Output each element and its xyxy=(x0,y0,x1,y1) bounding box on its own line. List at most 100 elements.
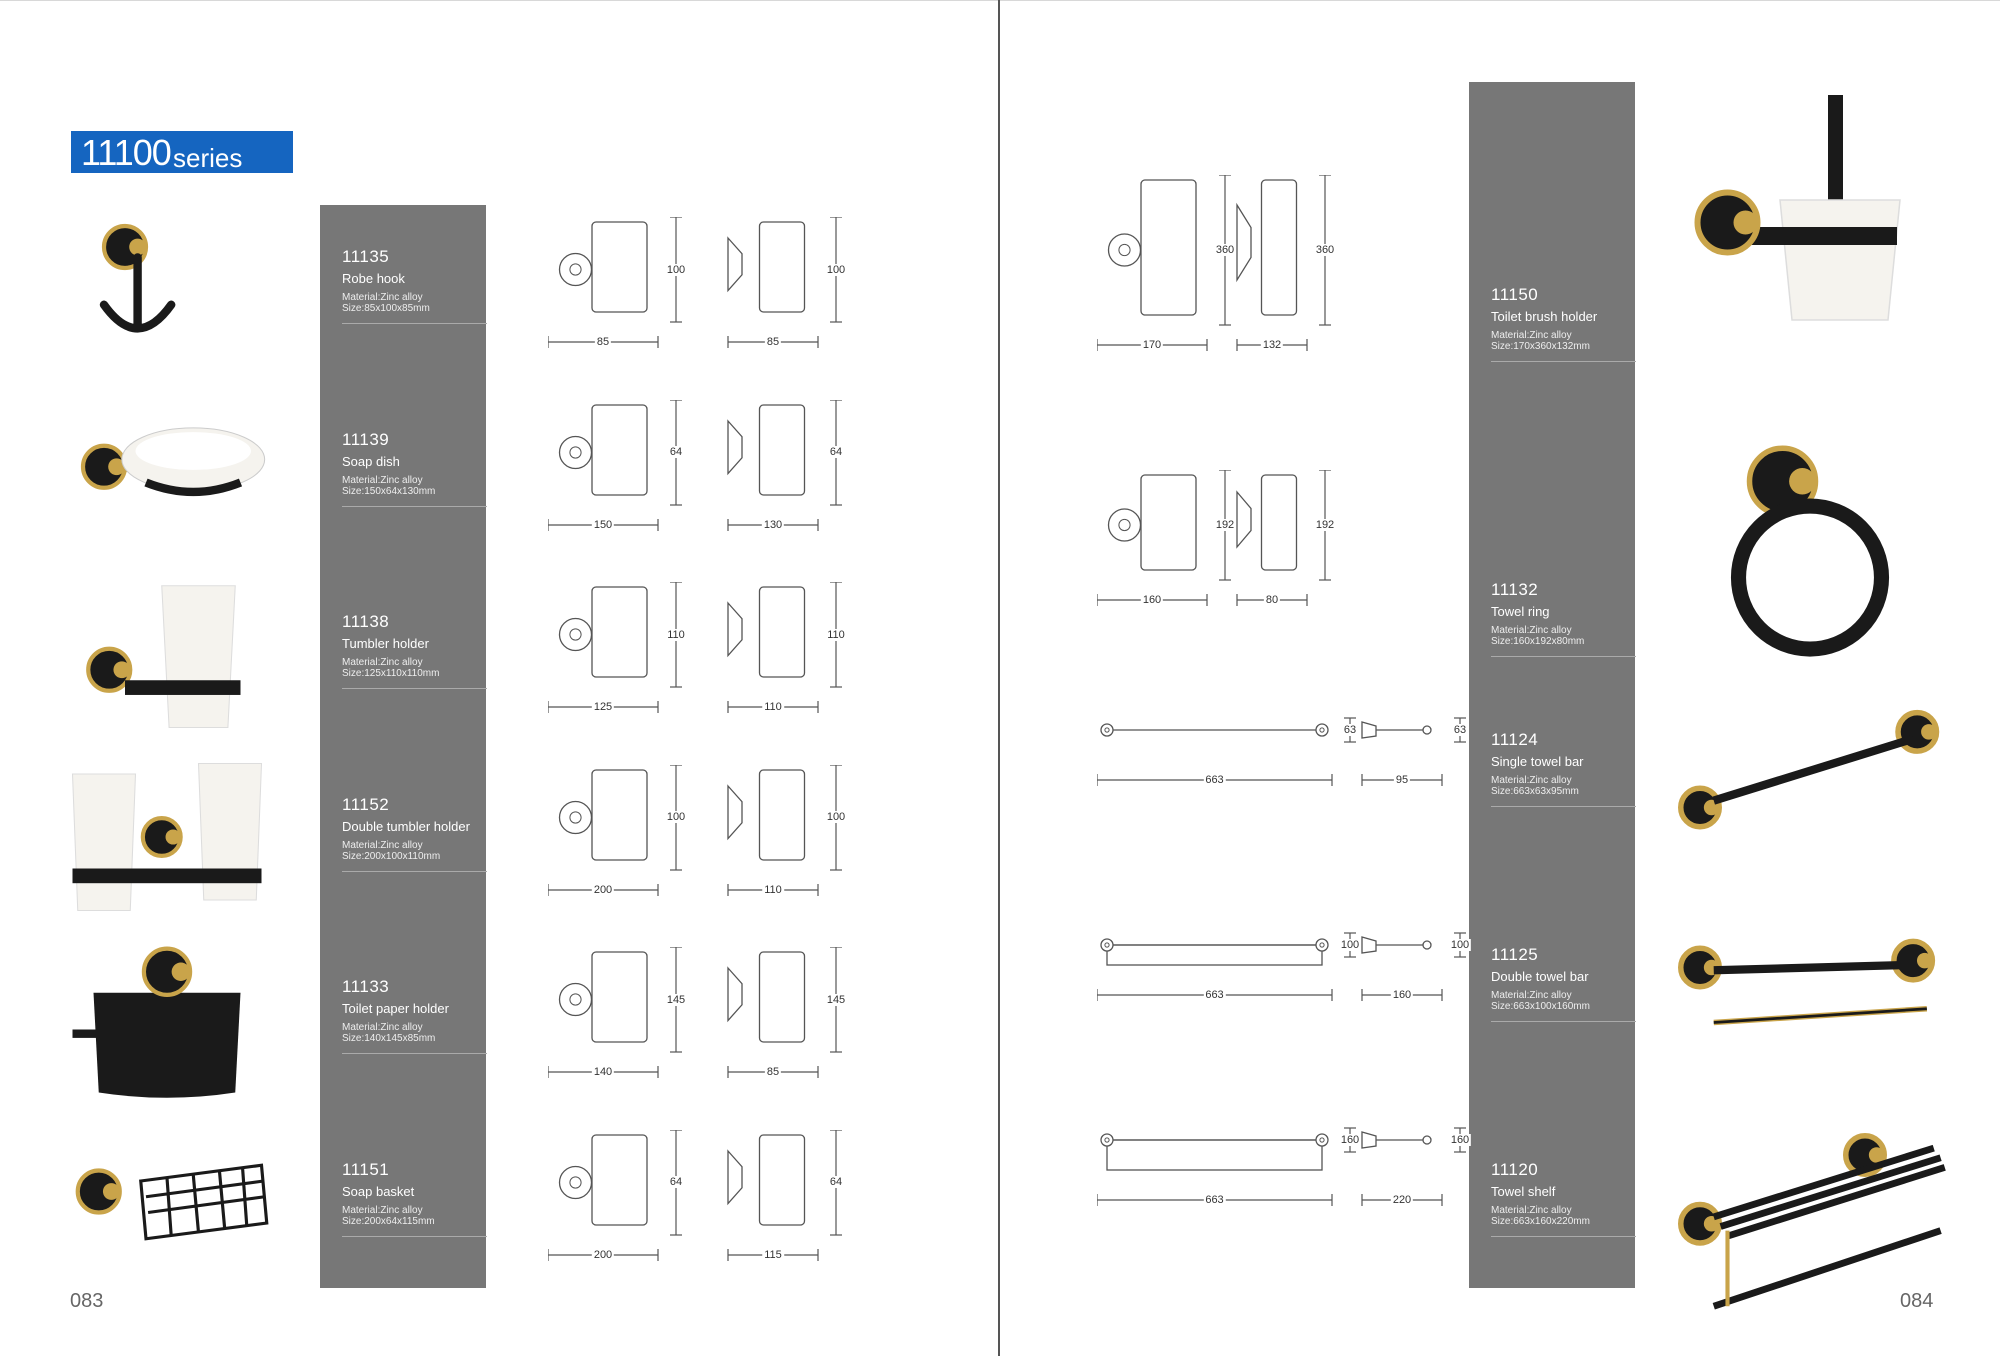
dimension-side-width: 95 xyxy=(1393,774,1411,786)
dimension-front-height: 145 xyxy=(664,993,688,1006)
product-name: Double towel bar xyxy=(1491,969,1589,984)
product-photo-hook xyxy=(62,205,272,378)
product-size: Size:170x360x132mm xyxy=(1491,341,1590,352)
spec-divider xyxy=(1491,1236,1636,1237)
product-material: Material:Zinc alloy xyxy=(342,1204,423,1216)
product-name: Double tumbler holder xyxy=(342,818,470,834)
right-spec-column xyxy=(1469,82,1635,1288)
dimension-front-height: 360 xyxy=(1213,244,1237,256)
product-photo-basket xyxy=(62,1118,272,1291)
technical-drawing-11139 xyxy=(547,398,856,540)
dimension-front-height: 100 xyxy=(1338,939,1362,951)
left-spec-column xyxy=(320,205,486,1288)
series-title-badge: 11100 series xyxy=(71,131,293,173)
technical-drawing-11124 xyxy=(1096,710,1480,795)
dimension-front-height: 100 xyxy=(664,811,688,823)
dimension-front-height: 160 xyxy=(1338,1134,1362,1146)
dimension-side-height: 64 xyxy=(827,1176,845,1188)
product-size: Size:663x63x95mm xyxy=(1491,786,1579,797)
product-name: Robe hook xyxy=(342,271,405,286)
dimension-front-width: 200 xyxy=(591,1248,615,1261)
dimension-front-width: 663 xyxy=(1203,774,1226,786)
dimension-front-width: 85 xyxy=(594,336,612,348)
product-material: Material:Zinc alloy xyxy=(342,474,423,486)
dimension-front-width: 160 xyxy=(1140,594,1164,606)
dimension-front-height: 110 xyxy=(665,628,687,641)
product-material: Material:Zinc alloy xyxy=(1491,625,1572,636)
spec-divider xyxy=(342,323,487,324)
product-code: 11139 xyxy=(342,429,390,449)
product-size: Size:85x100x85mm xyxy=(342,303,430,314)
dimension-front-width: 140 xyxy=(591,1066,615,1078)
product-code: 11151 xyxy=(342,1159,390,1179)
product-name: Tumbler holder xyxy=(342,636,429,651)
product-size: Size:200x100x110mm xyxy=(342,850,441,862)
product-material: Material:Zinc alloy xyxy=(1491,775,1572,786)
spec-divider xyxy=(1491,361,1636,362)
dimension-front-height: 192 xyxy=(1213,519,1237,531)
product-photo-brush xyxy=(1660,85,1960,350)
product-code: 11132 xyxy=(1491,580,1539,599)
technical-drawing-11135 xyxy=(547,216,856,357)
product-photo-tumbler xyxy=(62,570,272,743)
product-name: Toilet paper holder xyxy=(342,1001,449,1016)
spec-divider xyxy=(1491,806,1636,807)
page-spine-divider xyxy=(998,0,1000,1356)
product-photo-dish xyxy=(62,388,272,561)
product-material: Material:Zinc alloy xyxy=(1491,330,1572,341)
dimension-side-width: 85 xyxy=(764,336,782,348)
product-size: Size:150x64x130mm xyxy=(342,485,436,497)
dimension-side-width: 130 xyxy=(761,518,785,531)
technical-drawing-11152 xyxy=(547,763,856,905)
product-size: Size:663x100x160mm xyxy=(1491,1001,1590,1012)
spec-divider xyxy=(342,870,487,872)
dimension-side-width: 80 xyxy=(1263,594,1281,606)
technical-drawing-11132 xyxy=(1096,469,1345,615)
product-name: Toilet brush holder xyxy=(1491,309,1598,324)
product-code: 11120 xyxy=(1491,1160,1539,1179)
dimension-side-height: 100 xyxy=(824,811,848,823)
dimension-side-width: 132 xyxy=(1260,339,1284,351)
spec-divider xyxy=(342,1053,487,1054)
dimension-front-width: 663 xyxy=(1203,989,1226,1001)
product-size: Size:125x110x110mm xyxy=(342,668,440,679)
dimension-side-height: 100 xyxy=(824,263,848,276)
product-material: Material:Zinc alloy xyxy=(1491,1205,1572,1216)
product-size: Size:160x192x80mm xyxy=(1491,636,1585,647)
product-material: Material:Zinc alloy xyxy=(342,839,423,851)
dimension-front-height: 64 xyxy=(667,1176,685,1188)
page-number-left: 083 xyxy=(70,1290,104,1312)
spec-divider xyxy=(1491,1021,1636,1022)
dimension-side-height: 64 xyxy=(827,446,845,458)
dimension-side-height: 100 xyxy=(1448,939,1472,951)
product-name: Towel ring xyxy=(1491,604,1550,619)
product-size: Size:200x64x115mm xyxy=(342,1215,435,1227)
technical-drawing-11125 xyxy=(1096,925,1480,1010)
dimension-front-height: 100 xyxy=(664,263,688,276)
product-name: Soap dish xyxy=(342,453,400,469)
technical-drawing-11133 xyxy=(547,946,856,1087)
dimension-front-width: 170 xyxy=(1140,339,1164,351)
series-number: 11100 xyxy=(81,132,172,173)
technical-drawing-11120 xyxy=(1096,1120,1480,1215)
dimension-side-width: 115 xyxy=(762,1248,784,1261)
page-top-border xyxy=(0,0,2000,1)
dimension-front-width: 663 xyxy=(1203,1194,1226,1206)
product-size: Size:140x145x85mm xyxy=(342,1033,436,1044)
product-photo-shelf xyxy=(1660,1100,1960,1325)
product-code: 11152 xyxy=(342,794,390,814)
spec-divider xyxy=(342,688,487,689)
dimension-side-width: 220 xyxy=(1390,1194,1414,1206)
dimension-front-height: 63 xyxy=(1341,724,1359,736)
product-code: 11133 xyxy=(342,977,390,996)
product-material: Material:Zinc alloy xyxy=(342,1022,423,1033)
dimension-front-width: 200 xyxy=(591,883,615,896)
